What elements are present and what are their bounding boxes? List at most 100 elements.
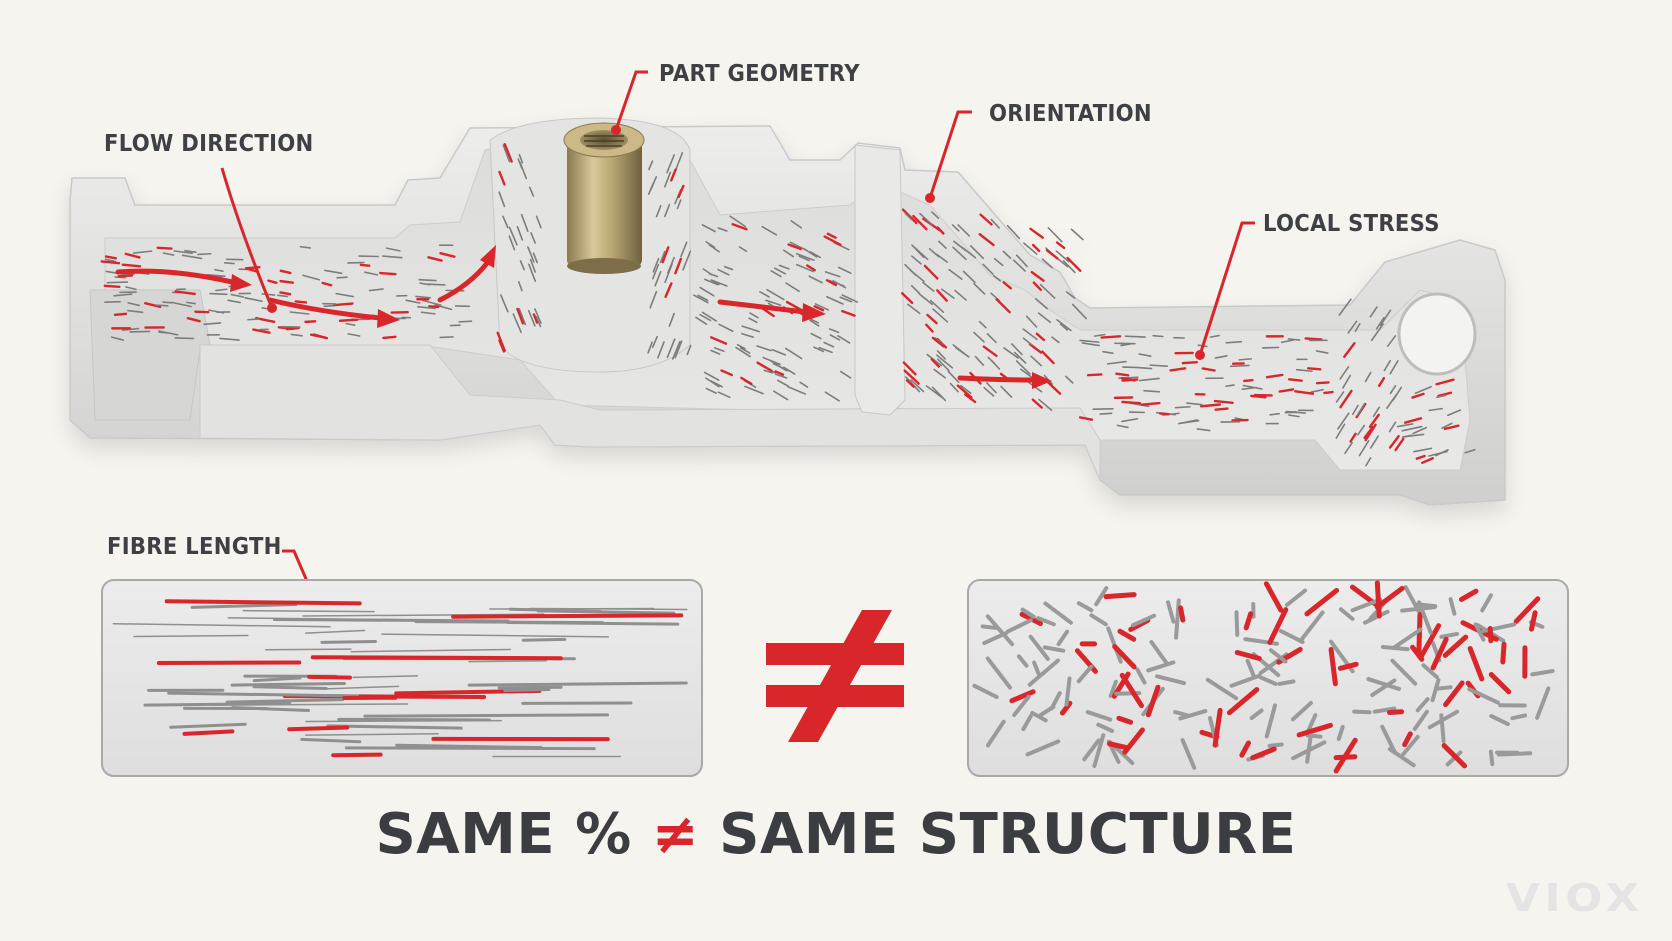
fibre-gray — [1467, 687, 1500, 705]
flow-fibre-gray — [1030, 355, 1043, 367]
flow-fibre-red — [1214, 407, 1229, 411]
flow-fibre-gray — [759, 290, 770, 298]
flow-fibre-gray — [1012, 259, 1026, 272]
flow-fibre-gray — [948, 268, 963, 280]
flow-fibre-gray — [1120, 342, 1133, 347]
flow-fibre-red — [309, 333, 327, 339]
flow-fibre-red — [1055, 241, 1066, 250]
fibre-gray — [1028, 634, 1050, 661]
flow-fibre-red — [1368, 413, 1380, 429]
flow-fibre-red — [813, 305, 825, 312]
fibre-gray — [1350, 597, 1383, 613]
flow-fibre-red — [902, 361, 917, 376]
flow-fibre-gray — [1034, 297, 1048, 310]
fibre-red — [1418, 623, 1442, 660]
flow-fibre-red — [1265, 373, 1284, 379]
flow-fibre-gray — [162, 252, 175, 256]
flow-fibre-gray — [1102, 350, 1114, 354]
fibre-gray — [1178, 709, 1208, 721]
flow-fibre-gray — [532, 252, 539, 264]
flow-fibre-red — [1349, 432, 1357, 443]
flow-fibre-red — [1041, 350, 1055, 365]
flow-fibre-gray — [184, 249, 197, 254]
flow-arrow-5 — [957, 375, 1038, 383]
flow-arrow-1 — [115, 268, 235, 285]
flow-fibre-gray — [993, 257, 1004, 267]
flow-fibre-gray — [911, 255, 922, 265]
flow-fibre-gray — [671, 340, 681, 360]
fibre-red — [1487, 626, 1494, 644]
flow-fibre-gray — [925, 385, 944, 399]
fibre-gray — [1473, 622, 1486, 642]
flow-fibre-gray — [1038, 398, 1053, 412]
flow-fibre-gray — [498, 191, 506, 208]
flow-fibre-gray — [782, 249, 795, 258]
flow-fibre-gray — [664, 203, 671, 218]
flow-fibre-gray — [983, 386, 995, 397]
flow-fibre-gray — [749, 312, 759, 319]
fibre-gray — [1234, 610, 1240, 637]
fibre-red — [1059, 700, 1073, 716]
flow-fibre-gray — [973, 331, 985, 343]
threaded-insert — [563, 122, 645, 274]
fibre-gray — [1042, 645, 1066, 653]
flow-fibre-gray — [1079, 339, 1100, 343]
fibre-red — [1178, 605, 1186, 623]
fibre-gray — [1082, 738, 1101, 762]
flow-fibre-red — [664, 282, 673, 298]
flow-fibre-gray — [954, 346, 970, 358]
flow-fibre-gray — [674, 340, 683, 359]
flow-fibre-gray — [962, 270, 976, 284]
flow-fibre-gray — [223, 262, 235, 265]
flow-arrow-4-head — [802, 303, 826, 322]
flow-fibre-gray — [774, 373, 788, 379]
fibre-gray — [381, 633, 610, 638]
flow-fibre-gray — [828, 328, 840, 334]
leader-orientation — [928, 110, 972, 199]
flow-fibre-gray — [772, 362, 791, 372]
flow-fibre-gray — [686, 344, 692, 356]
flow-fibre-gray — [777, 379, 789, 387]
fibre-red — [1116, 715, 1134, 725]
flow-arrow-4 — [717, 299, 808, 315]
flow-fibre-gray — [947, 370, 960, 383]
flow-fibre-gray — [215, 288, 228, 292]
flow-fibre-gray — [1310, 388, 1324, 393]
flow-fibre-red — [1315, 381, 1330, 385]
flow-fibre-red — [979, 213, 993, 226]
random-fibres — [972, 580, 1555, 774]
flow-fibre-red — [1323, 390, 1334, 395]
flow-fibre-gray — [1116, 424, 1129, 429]
flow-fibre-gray — [729, 215, 747, 228]
fibre-gray — [350, 648, 512, 653]
fibre-gray — [1510, 713, 1528, 721]
flow-fibre-red — [825, 279, 838, 287]
fibre-red — [164, 599, 362, 606]
flow-fibre-red — [1437, 391, 1453, 398]
fibre-red — [1374, 585, 1405, 610]
fibre-gray — [468, 659, 548, 663]
flow-fibre-gray — [1241, 386, 1258, 391]
flow-fibre-gray — [960, 384, 972, 394]
fibre-gray — [363, 713, 610, 718]
flow-fibre-gray — [1347, 320, 1358, 334]
flow-fibre-gray — [761, 225, 778, 236]
fibre-red — [1488, 672, 1512, 695]
fibre-gray — [1387, 747, 1416, 768]
flow-fibre-red — [1343, 342, 1356, 358]
flow-fibre-gray — [1037, 312, 1052, 324]
flow-fibre-red — [1243, 378, 1254, 383]
flow-fibre-gray — [717, 268, 730, 276]
fibre-red — [1226, 687, 1260, 716]
flow-fibre-gray — [417, 306, 436, 310]
flow-fibre-red — [982, 345, 998, 358]
flow-fibre-red — [841, 309, 856, 317]
fibre-red — [1234, 649, 1262, 662]
fibre-gray — [272, 617, 510, 623]
flow-fibre-gray — [527, 309, 536, 327]
flow-fibre-gray — [1387, 335, 1397, 347]
flow-fibre-gray — [289, 311, 310, 315]
aligned-fibres — [112, 599, 688, 758]
flow-fibre-red — [1364, 423, 1377, 442]
flow-fibre-gray — [839, 370, 852, 379]
